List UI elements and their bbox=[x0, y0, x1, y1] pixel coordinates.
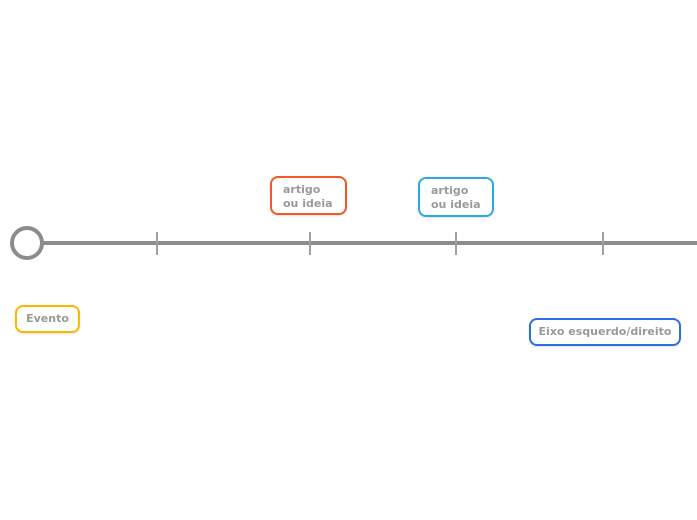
topic-evento[interactable]: Evento bbox=[15, 305, 80, 333]
topic-eixo-esquerdo-direito[interactable]: Eixo esquerdo/direito bbox=[529, 318, 681, 346]
topic-artigo-ou-ideia-2[interactable]: artigo ou ideia bbox=[418, 177, 494, 217]
timeline-tick bbox=[156, 232, 158, 255]
timeline-axis-line bbox=[43, 241, 697, 245]
timeline-tick bbox=[602, 232, 604, 255]
timeline-origin-circle[interactable] bbox=[10, 226, 44, 260]
timeline-tick bbox=[309, 232, 311, 255]
topic-artigo-ou-ideia-1[interactable]: artigo ou ideia bbox=[270, 176, 347, 215]
timeline-tick bbox=[455, 232, 457, 255]
